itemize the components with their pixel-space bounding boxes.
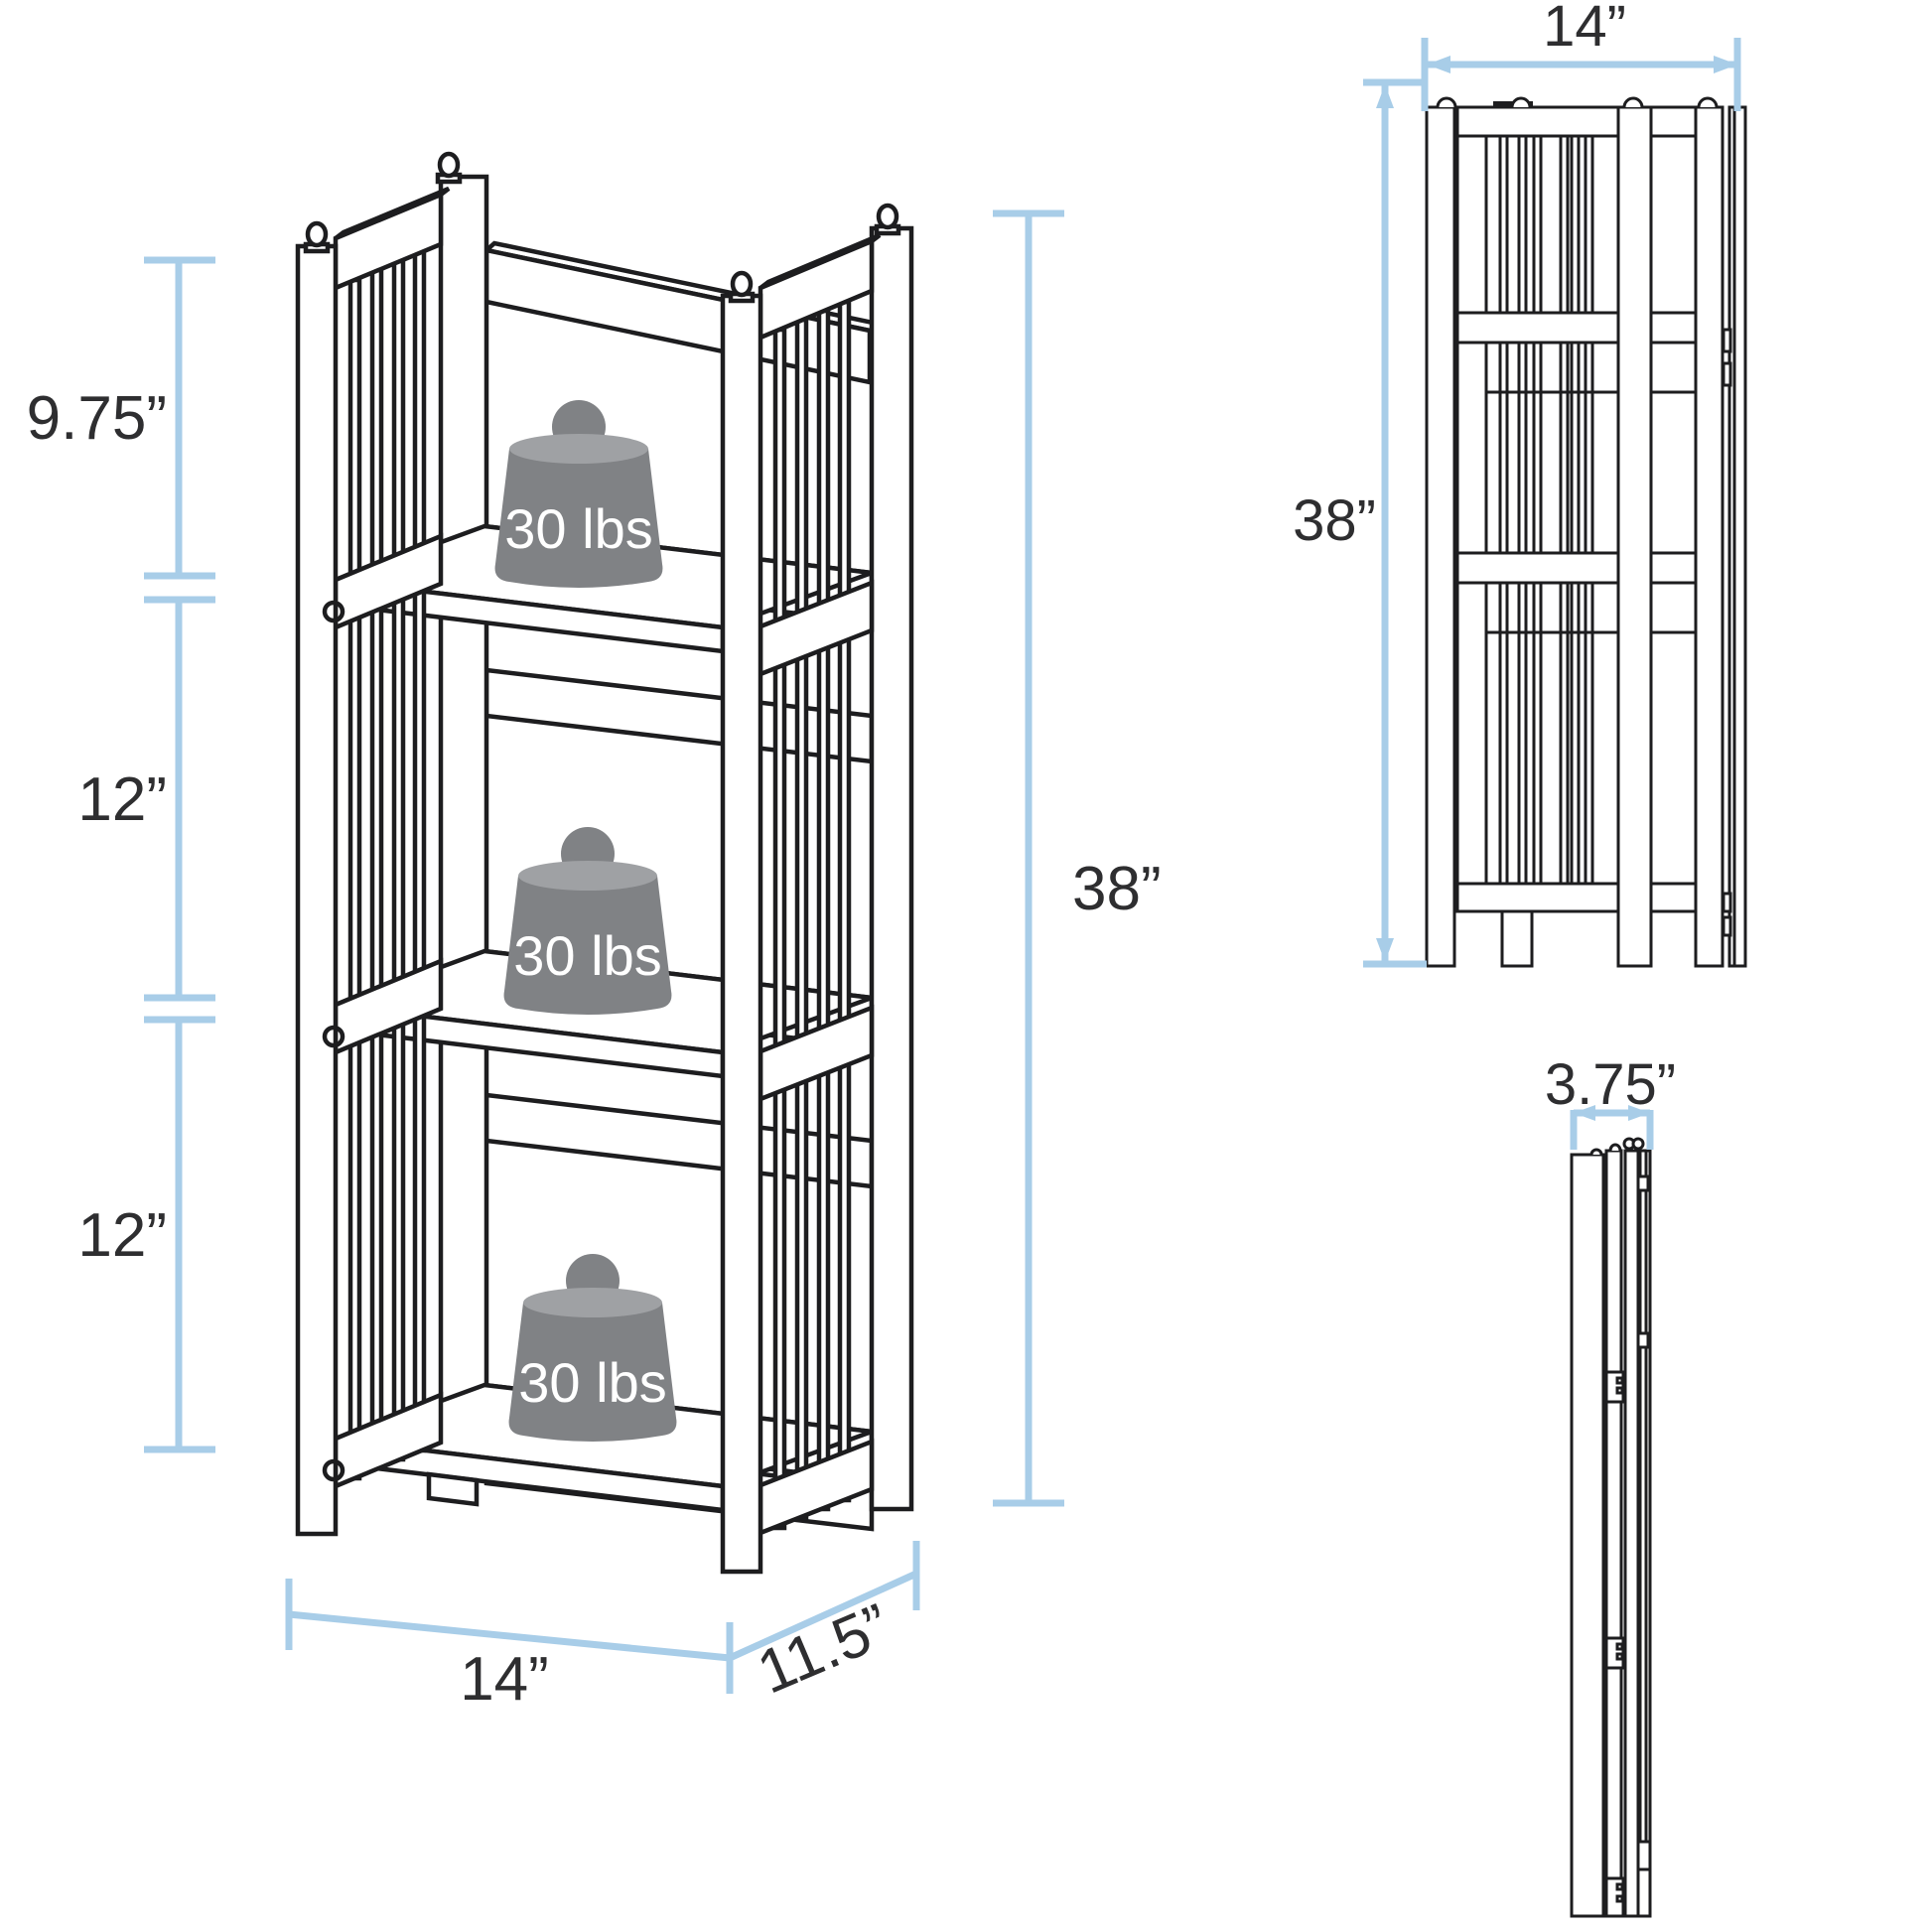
side-knob-icon	[1631, 1137, 1645, 1151]
folded-top-rail	[1649, 105, 1698, 138]
folded-right-bar	[1694, 105, 1725, 968]
right-slat	[772, 327, 787, 1531]
dim-label-overall-height: 38”	[1072, 855, 1162, 923]
dim-label-bottom-shelf-spacing: 12”	[77, 1201, 167, 1270]
right-side-panel	[758, 232, 882, 1537]
folded-slat	[1498, 134, 1509, 886]
right-rear-post	[869, 225, 914, 1512]
hinge-notch	[1722, 892, 1732, 913]
folded-front-dimensions: 14” 38”	[1293, 0, 1741, 968]
folded-rail-shelf3	[1455, 882, 1620, 913]
main-view: 30 lbs 30 lbs 30 lbs	[27, 151, 1162, 1714]
latch-hook-icon	[322, 600, 345, 623]
weight-label-2: 30 lbs	[513, 924, 661, 987]
side-mid-bar	[1604, 1149, 1623, 1918]
weight-icon-1: 30 lbs	[494, 400, 663, 588]
folded-side-view: 3.75”	[1545, 1052, 1676, 1918]
folded-knob-icon	[1622, 96, 1644, 108]
weight-icon-3: 30 lbs	[508, 1254, 677, 1442]
folded-left-post	[1455, 105, 1488, 886]
latch-hook-icon	[322, 1025, 345, 1048]
left-front-knob-icon	[305, 220, 329, 248]
latch-hooks	[322, 600, 345, 1482]
shelf3-foot-block	[426, 1471, 480, 1507]
hinge-notch	[1722, 915, 1732, 937]
hinge-hole	[1615, 1386, 1624, 1395]
folded-slat	[1532, 134, 1543, 886]
hinge-notch	[1636, 1840, 1652, 1871]
left-front-post	[295, 243, 339, 1537]
dim-label-folded-height: 38”	[1293, 488, 1376, 553]
right-slat	[816, 308, 831, 1512]
folded-side-dimensions: 3.75”	[1545, 1052, 1676, 1150]
right-rear-knob-icon	[876, 203, 899, 230]
folded-slat	[1517, 134, 1528, 886]
folded-top-rail	[1455, 105, 1620, 138]
hinge-hole	[1615, 1652, 1624, 1661]
folded-rail-shelf1	[1649, 311, 1698, 345]
dim-label-overall-width: 14”	[460, 1645, 549, 1714]
side-top-bump	[1589, 1148, 1603, 1156]
shelf2-stretcher	[483, 1092, 875, 1189]
hinge-hole	[1615, 1894, 1624, 1903]
left-rear-knob-icon	[437, 151, 461, 179]
weight-label-1: 30 lbs	[504, 497, 652, 560]
hinge-hole	[1615, 1882, 1624, 1891]
latch-hook-icon	[322, 1458, 345, 1482]
folded-slat	[1570, 134, 1581, 886]
left-side-panel	[333, 186, 451, 1490]
side-left-bar	[1570, 1153, 1605, 1918]
weight-icon-2: 30 lbs	[503, 827, 672, 1015]
right-slat	[837, 299, 852, 1503]
left-slat	[369, 267, 384, 1471]
folded-rail-shelf2	[1455, 551, 1620, 585]
folded-slat	[1559, 134, 1570, 886]
folded-shelf-panel	[1649, 105, 1698, 913]
right-front-knob-icon	[730, 270, 754, 298]
hinge-notch	[1636, 1867, 1652, 1918]
hinge-hole	[1615, 1376, 1624, 1385]
hinge-notch	[1636, 1174, 1650, 1192]
folded-rail-shelf1	[1455, 311, 1620, 345]
left-slat	[347, 277, 362, 1481]
side-knob-icon	[1608, 1143, 1622, 1152]
right-slat	[794, 317, 809, 1521]
hinge-notch	[1722, 328, 1732, 353]
dim-label-overall-depth: 11.5”	[749, 1591, 900, 1708]
dim-label-folded-depth: 3.75”	[1545, 1052, 1676, 1117]
front-posts	[295, 220, 763, 1575]
weight-label-3: 30 lbs	[518, 1351, 666, 1414]
folded-side-edge-bar	[1727, 105, 1747, 968]
folded-foot	[1500, 909, 1534, 968]
right-front-post	[720, 293, 763, 1575]
rear-posts	[435, 151, 914, 1512]
hinge-notch	[1722, 361, 1732, 387]
side-bar	[1623, 1149, 1640, 1918]
folded-left-bar	[1425, 105, 1456, 968]
folded-mid-post	[1616, 105, 1653, 968]
folded-rail-shelf3	[1649, 882, 1698, 913]
folded-rail-shelf2	[1649, 551, 1698, 585]
dim-label-folded-width: 14”	[1543, 0, 1626, 59]
folded-knob-icon	[1436, 96, 1457, 108]
shelf1-stretcher	[483, 667, 875, 764]
folded-side-structure	[1570, 1137, 1652, 1918]
folded-front-structure	[1425, 96, 1747, 968]
folded-slat	[1584, 134, 1594, 886]
folded-knob-icon	[1510, 96, 1532, 108]
folded-knob-icon	[1697, 96, 1719, 108]
dim-label-top-shelf-clearance: 9.75”	[27, 384, 167, 453]
dim-label-middle-shelf-spacing: 12”	[77, 765, 167, 834]
left-slat	[391, 258, 406, 1462]
left-slat	[412, 249, 427, 1453]
left-rear-post	[438, 174, 489, 1474]
hinge-notch	[1636, 1331, 1650, 1349]
hinge-hole	[1615, 1642, 1624, 1651]
folded-front-view: 14” 38”	[1293, 0, 1747, 968]
